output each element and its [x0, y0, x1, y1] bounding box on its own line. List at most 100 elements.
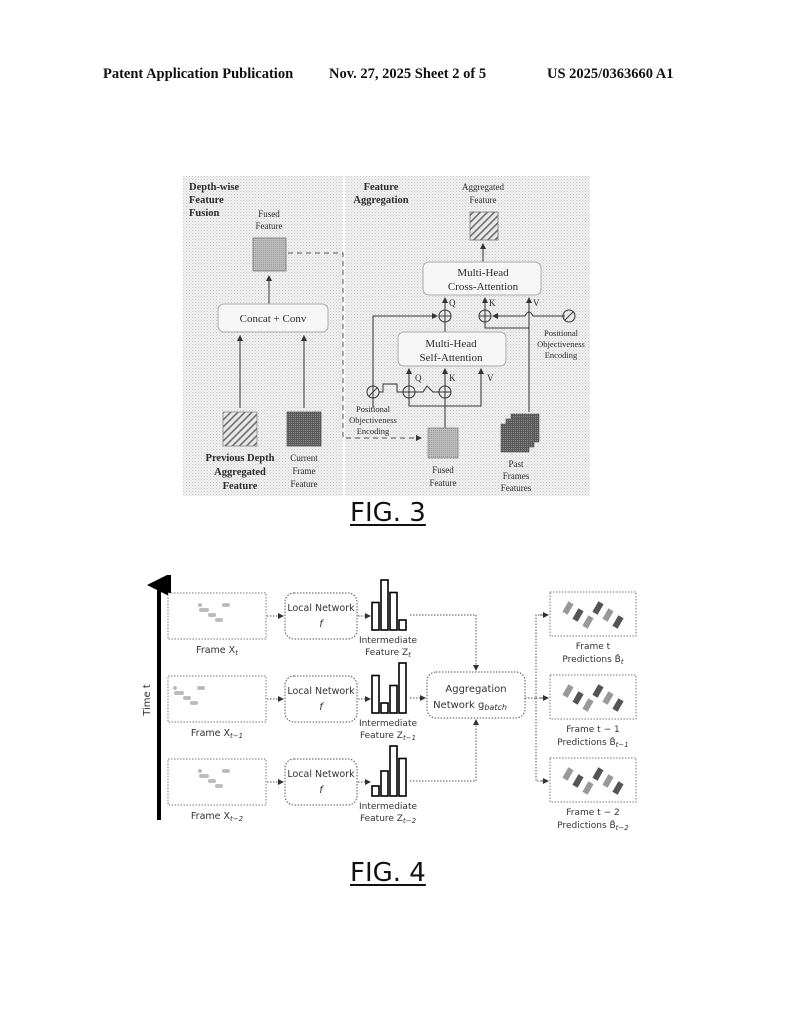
- add-icon-cross: [403, 386, 415, 398]
- fused-feature-cube: [252, 237, 287, 272]
- fused-feature-cube-right: [427, 427, 459, 459]
- feature-label-2: Feature Zt−1: [360, 731, 416, 742]
- prediction-frame-label: Frame t − 1: [566, 725, 619, 735]
- point-cloud-dot: [199, 608, 203, 612]
- feature-t2-to-agg: [410, 719, 479, 782]
- aggregation-network-label: Network gbatch: [433, 700, 507, 712]
- svg-text:Feature: Feature: [430, 478, 457, 488]
- svg-text:Objectiveness: Objectiveness: [537, 339, 585, 349]
- svg-text:Feature: Feature: [291, 479, 318, 489]
- svg-text:Encoding: Encoding: [545, 350, 578, 360]
- aggregation-network-block: [426, 671, 526, 719]
- fused-feature-right-label: Fused: [432, 465, 454, 475]
- point-cloud-dot: [183, 696, 187, 700]
- pos-enc-to-k-self-line: [415, 385, 439, 393]
- feature-bar: [380, 770, 389, 797]
- bounding-box: [582, 615, 594, 629]
- bounding-box: [592, 601, 604, 615]
- frame-label: Frame Xt−1: [191, 728, 243, 740]
- bounding-box: [572, 774, 584, 788]
- point-cloud-dot: [222, 769, 226, 773]
- bounding-box: [592, 767, 604, 781]
- prediction-label: Predictions B̂t−1: [557, 736, 629, 749]
- svg-text:Frame: Frame: [293, 466, 316, 476]
- self-attention-label: Multi-Head: [425, 338, 477, 350]
- feature-t-to-agg: [410, 614, 479, 671]
- feature-bar: [398, 662, 407, 714]
- header-patent-number: US 2025/0363660 A1: [547, 66, 674, 82]
- point-cloud-dot: [222, 603, 226, 607]
- svg-text:Fusion: Fusion: [189, 208, 220, 219]
- feature-bar: [380, 702, 389, 714]
- feature-label: Intermediate: [359, 636, 418, 646]
- prediction-frame-label: Frame t − 2: [566, 808, 619, 818]
- svg-text:Feature: Feature: [470, 195, 497, 205]
- positional-encoding-icon-slash: [564, 311, 574, 321]
- feature-bar: [389, 591, 398, 631]
- cross-q-label: Q: [449, 298, 456, 308]
- prediction-image: [549, 591, 637, 637]
- add-icon-cross: [479, 310, 491, 322]
- svg-text:Current: Current: [290, 453, 318, 463]
- previous-feature-cube: [222, 411, 258, 447]
- header-date-sheet: Nov. 27, 2025 Sheet 2 of 5: [329, 66, 487, 82]
- svg-text:Depth-wise: Depth-wise: [189, 182, 240, 193]
- aggregated-feature-label: Aggregated: [462, 182, 504, 192]
- svg-text:Positional: Positional: [356, 404, 391, 414]
- fused-feature-label: Fused: [258, 209, 280, 219]
- point-cloud-dot: [197, 686, 201, 690]
- aggregated-feature-cube: [469, 211, 499, 241]
- svg-text:Aggregation: Aggregation: [353, 195, 408, 206]
- svg-text:Past: Past: [508, 459, 524, 469]
- feature-bar: [398, 619, 407, 631]
- point-cloud-dot: [198, 769, 202, 773]
- svg-text:Aggregated: Aggregated: [214, 467, 266, 478]
- bounding-box: [602, 691, 614, 705]
- local-network-block: [284, 592, 358, 640]
- cross-attention-block: [422, 261, 542, 296]
- svg-text:Features: Features: [501, 483, 532, 493]
- local-network-block: [284, 758, 358, 806]
- cross-v-label: V: [533, 298, 540, 308]
- point-cloud-dot: [190, 701, 194, 705]
- past-frames-cubes: [500, 413, 540, 453]
- prediction-label: Predictions B̂t: [562, 653, 623, 666]
- local-network-label: Local Network: [287, 686, 355, 697]
- point-cloud-dot: [208, 779, 212, 783]
- local-network-fn: f: [319, 785, 324, 796]
- add-icon-cross: [439, 386, 451, 398]
- time-axis-label: Time t: [142, 684, 153, 717]
- svg-text:Previous Depth: Previous Depth: [206, 453, 275, 464]
- self-to-q-line: [372, 313, 438, 408]
- bounding-box: [602, 608, 614, 622]
- prediction-label: Predictions B̂t−2: [557, 819, 629, 832]
- local-network-block: [284, 675, 358, 723]
- svg-text:Feature: Feature: [256, 221, 283, 231]
- concat-conv-label: Concat + Conv: [240, 313, 307, 325]
- previous-feature-label: Previous Depth Aggregated Feature: [206, 453, 275, 492]
- point-cloud-dot: [215, 618, 219, 622]
- frame-image: [167, 592, 267, 640]
- bounding-box: [582, 698, 594, 712]
- svg-text:Encoding: Encoding: [357, 426, 390, 436]
- prediction-frame-label: Frame t: [576, 642, 611, 652]
- bounding-box: [562, 767, 574, 781]
- svg-text:Self-Attention: Self-Attention: [420, 352, 483, 364]
- concat-conv-block: [217, 303, 329, 333]
- feature-label: Intermediate: [359, 719, 418, 729]
- self-v-label: V: [487, 373, 494, 383]
- point-cloud-dot: [198, 603, 202, 607]
- fusion-title: Depth-wise Feature Fusion: [189, 182, 240, 219]
- feature-bar: [398, 757, 407, 797]
- self-q-label: Q: [415, 373, 422, 383]
- bounding-box: [572, 608, 584, 622]
- pos-enc-top-label: Positional Objectiveness Encoding: [537, 328, 585, 360]
- header-publication-type: Patent Application Publication: [103, 66, 294, 82]
- feature-label-2: Feature Zt: [365, 648, 411, 659]
- svg-text:Feature: Feature: [223, 481, 258, 492]
